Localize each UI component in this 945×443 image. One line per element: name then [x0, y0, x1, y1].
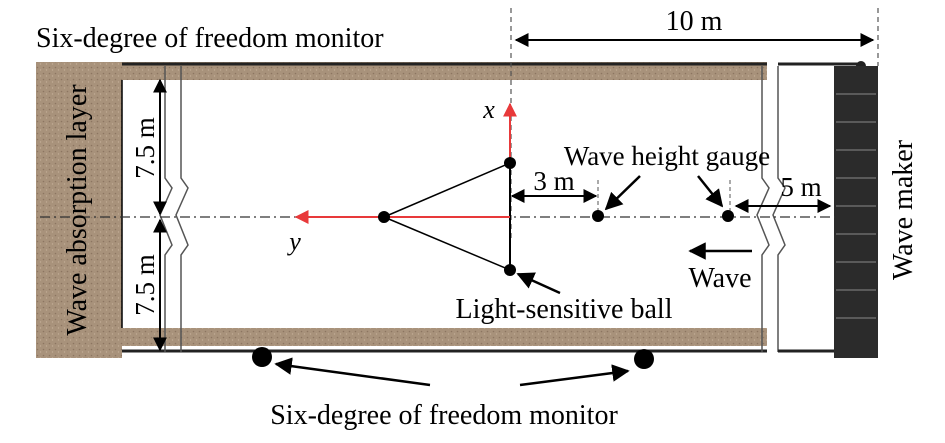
- monitor-top-label: Six-degree of freedom monitor: [36, 23, 384, 54]
- dim-3m-label: 3 m: [533, 166, 574, 196]
- wave-maker-panels: [836, 93, 876, 319]
- light-ball-top: [504, 157, 516, 169]
- dim-7-5-lower-label: 7.5 m: [130, 254, 160, 316]
- light-ball-bottom: [504, 264, 516, 276]
- wave-maker-block: [834, 66, 878, 358]
- monitor-sensor-left: [252, 347, 272, 367]
- monitor-sensor-right: [634, 349, 654, 369]
- top-wall: [122, 62, 767, 80]
- monitor-pointer-left: [274, 357, 431, 387]
- bottom-wall: [122, 328, 767, 346]
- wave-maker-label: Wave maker: [888, 139, 919, 280]
- gauge-label: Wave height gauge: [564, 141, 770, 171]
- ball-label: Light-sensitive ball: [456, 294, 673, 325]
- gauge-pointer-1: [604, 175, 641, 211]
- absorption-label: Wave absorption layer: [62, 84, 93, 336]
- wave-label: Wave: [688, 263, 751, 294]
- x-axis-label: x: [482, 95, 495, 124]
- wave-gauge-2: [722, 210, 734, 222]
- absorption-layer: [36, 62, 122, 358]
- light-ball-left: [378, 211, 390, 223]
- monitor-bottom-label: Six-degree of freedom monitor: [270, 400, 618, 431]
- dim-5m-label: 5 m: [780, 172, 821, 202]
- wave-gauge-1: [592, 210, 604, 222]
- monitor-pointer-right: [519, 364, 630, 387]
- left-break-line: [159, 66, 189, 352]
- dim-7-5-upper-label: 7.5 m: [130, 117, 160, 179]
- y-axis-label: y: [286, 227, 301, 256]
- gauge-pointer-2: [697, 175, 724, 208]
- right-break-line: [756, 66, 786, 352]
- ball-pointer: [516, 272, 561, 295]
- dim-10m-label: 10 m: [666, 6, 723, 37]
